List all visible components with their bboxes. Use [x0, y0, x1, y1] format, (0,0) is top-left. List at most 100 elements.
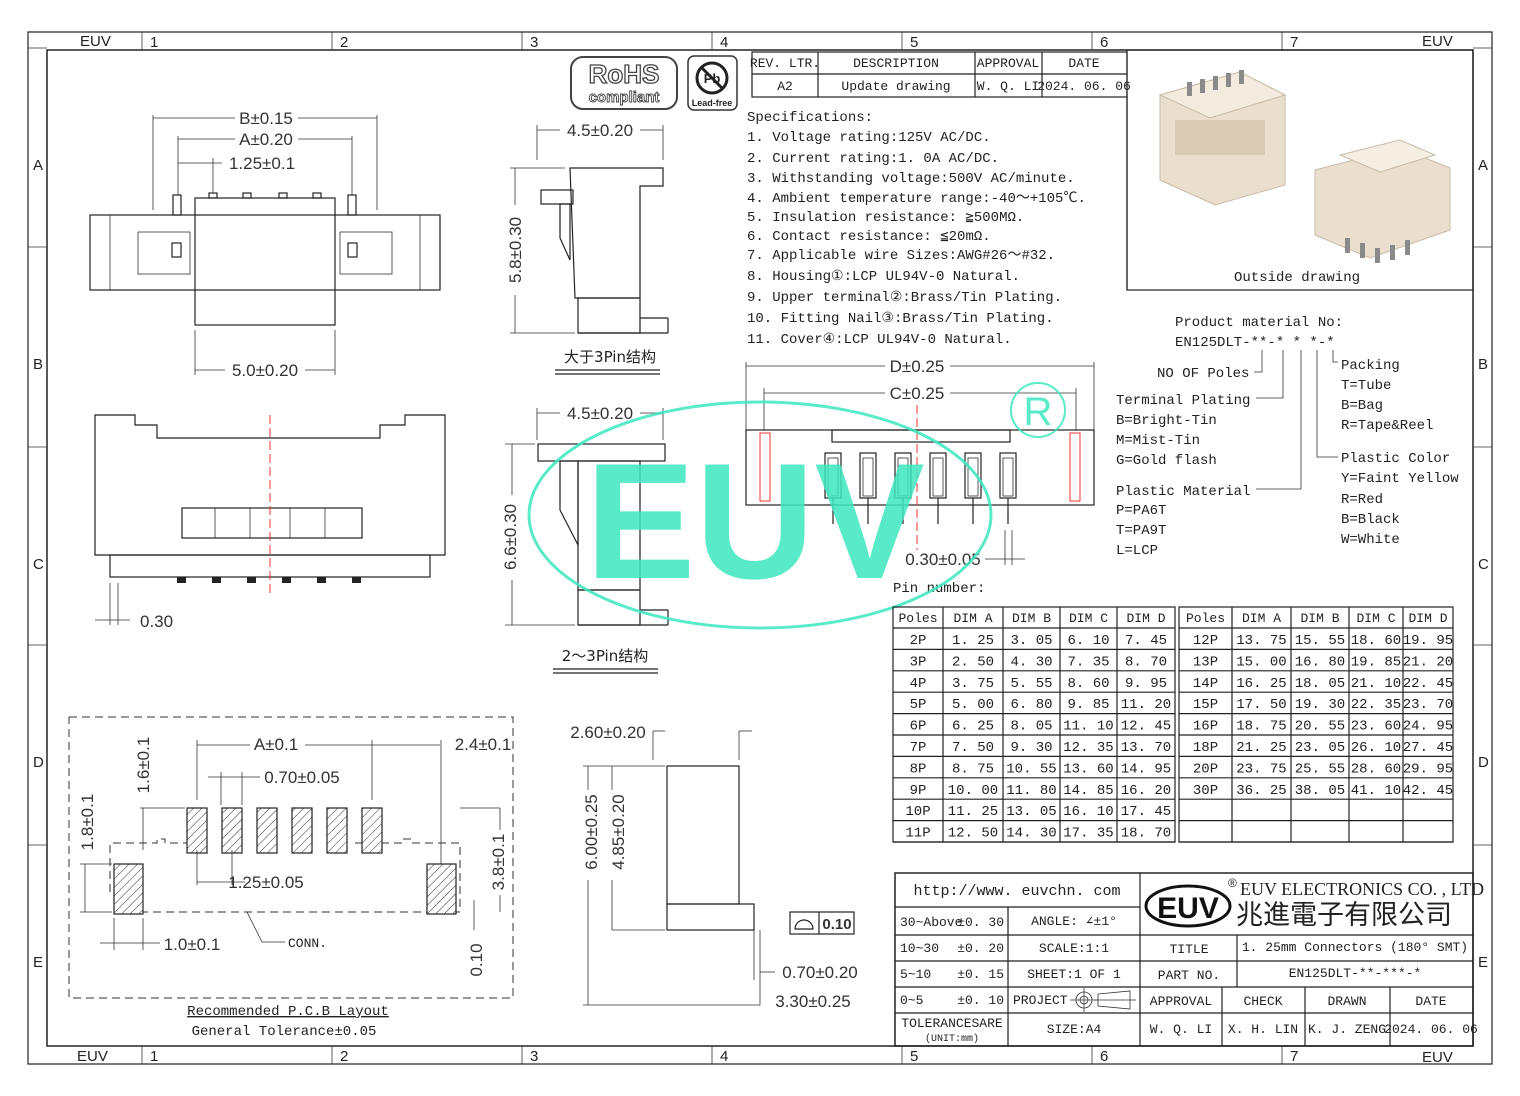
- part-no-label: PART NO.: [1158, 968, 1220, 983]
- packing-label: Packing: [1341, 358, 1400, 374]
- corner-label: EUV: [1422, 1049, 1453, 1066]
- table-cell: 8. 75: [952, 761, 994, 777]
- dim-profile-width: 2.60±0.20: [570, 723, 646, 742]
- table-poles-cell: 8P: [910, 761, 927, 777]
- table-cell: 20. 55: [1295, 719, 1345, 735]
- table-cell: 17. 35: [1063, 826, 1113, 842]
- flatness-value: 0.10: [822, 916, 851, 933]
- table-cell: 19. 95: [1403, 633, 1453, 649]
- terminal-plating-label: Terminal Plating: [1116, 393, 1250, 409]
- table-header: DIM B: [1012, 611, 1051, 626]
- spec-item: 4. Ambient temperature range:-40～+105℃.: [747, 191, 1086, 207]
- rev-approval: W. Q. LI: [977, 79, 1039, 94]
- option: R=Tape&Reel: [1341, 418, 1433, 434]
- table-header: Poles: [898, 611, 937, 626]
- tolerance-range: 5~10: [900, 967, 931, 982]
- table-cell: 17. 50: [1236, 697, 1286, 713]
- option: P=PA6T: [1116, 503, 1166, 519]
- table-cell: 21. 25: [1236, 740, 1286, 756]
- dim-b: B±0.15: [239, 109, 293, 128]
- table-cell: 15. 55: [1295, 633, 1345, 649]
- side-view-large: 4.5±0.20 5.8±0.30 大于3Pin结构: [506, 121, 669, 375]
- dim-pcb-010: 0.10: [467, 943, 486, 976]
- table-cell: 19. 30: [1295, 697, 1345, 713]
- table-header: DIM D: [1408, 611, 1447, 626]
- table-cell: 9. 85: [1067, 697, 1109, 713]
- date-header: DATE: [1415, 994, 1446, 1009]
- option: M=Mist-Tin: [1116, 433, 1200, 449]
- dim-pcb-38: 3.8±0.1: [489, 834, 508, 891]
- zone-row-label: B: [1478, 356, 1488, 373]
- size: SIZE:A4: [1047, 1022, 1102, 1037]
- table-header: DIM C: [1069, 611, 1108, 626]
- plastic-material-label: Plastic Material: [1116, 484, 1250, 500]
- table-cell: 16. 80: [1295, 654, 1345, 670]
- dim-depth: 4.5±0.20: [567, 404, 633, 423]
- table-poles-cell: 20P: [1193, 761, 1218, 777]
- dim-pcb-18: 1.8±0.1: [78, 794, 97, 851]
- table-cell: 18. 75: [1236, 719, 1286, 735]
- zone-column-label: 3: [530, 1048, 538, 1065]
- outside-drawing-label: Outside drawing: [1234, 270, 1360, 286]
- dim-pin-width: 0.30±0.05: [905, 550, 981, 569]
- revision-block: REV. LTR. DESCRIPTION APPROVAL DATE A2 U…: [750, 51, 1131, 290]
- connector-photo-2: [1314, 139, 1451, 263]
- table-cell: 24. 95: [1403, 719, 1453, 735]
- pin: [929, 452, 947, 499]
- rev-date: 2024. 06. 06: [1037, 79, 1131, 94]
- euv-watermark: EUV R: [527, 382, 1066, 630]
- scale: SCALE:1:1: [1039, 941, 1109, 956]
- table-cell: 7. 35: [1067, 654, 1109, 670]
- pcb-pad: [256, 807, 278, 854]
- rev-header: APPROVAL: [977, 56, 1039, 71]
- table-cell: 11. 80: [1006, 783, 1056, 799]
- table-cell: 17. 45: [1121, 804, 1171, 820]
- connector-photo-1: [1158, 70, 1287, 206]
- table-poles-cell: 12P: [1193, 633, 1218, 649]
- rohs-logo: RoHS compliant: [570, 56, 678, 110]
- option: W=White: [1341, 532, 1400, 548]
- table-cell: 13. 60: [1063, 761, 1113, 777]
- zone-column-label: 5: [910, 1048, 918, 1065]
- table-cell: 8. 60: [1067, 676, 1109, 692]
- pcb-pad: [186, 807, 208, 854]
- side-view-small: 4.5±0.20 6.6±0.30 2～3Pin结构: [501, 404, 669, 674]
- dim-pcb-16: 1.6±0.1: [134, 737, 153, 794]
- svg-text:R: R: [1024, 390, 1053, 434]
- tolerance-value: ±0. 10: [957, 993, 1004, 1008]
- table-cell: 23. 60: [1351, 719, 1401, 735]
- table-cell: 25. 55: [1295, 761, 1345, 777]
- table-poles-cell: 10P: [905, 804, 930, 820]
- option: R=Red: [1341, 492, 1383, 508]
- table-cell: 23. 75: [1236, 761, 1286, 777]
- spec-item: 1. Voltage rating:125V AC/DC.: [747, 130, 991, 146]
- table-header: DIM D: [1126, 611, 1165, 626]
- dim-profile-h1: 6.00±0.25: [582, 794, 601, 870]
- table-header: DIM A: [953, 611, 992, 626]
- dim-pcb-070: 0.70±0.05: [264, 768, 340, 787]
- table-cell: 29. 95: [1403, 761, 1453, 777]
- table-poles-cell: 14P: [1193, 676, 1218, 692]
- outside-drawing: Outside drawing: [1126, 49, 1474, 291]
- tolerance-value: ±0. 15: [957, 967, 1004, 982]
- table-cell: 22. 45: [1403, 676, 1453, 692]
- tolerance-range: 30~Above: [900, 915, 962, 930]
- table-cell: 16. 20: [1121, 783, 1171, 799]
- table-cell: 14. 30: [1006, 826, 1056, 842]
- table-cell: 13. 05: [1006, 804, 1056, 820]
- zone-column-label: 1: [150, 34, 158, 51]
- plastic-color-label: Plastic Color: [1341, 451, 1450, 467]
- no-of-poles-label: NO OF Poles: [1157, 366, 1249, 382]
- company-name-cn: 兆進電子有限公司: [1236, 900, 1452, 931]
- table-cell: 11. 10: [1063, 719, 1113, 735]
- table-cell: 2. 50: [952, 654, 994, 670]
- dim-pcb-10: 1.0±0.1: [164, 935, 221, 954]
- table-cell: 41. 10: [1351, 783, 1401, 799]
- drawn-header: DRAWN: [1327, 994, 1366, 1009]
- table-cell: 8. 05: [1010, 719, 1052, 735]
- corner-label: EUV: [1422, 33, 1453, 50]
- table-cell: 21. 20: [1403, 654, 1453, 670]
- zone-column-label: 7: [1290, 34, 1298, 51]
- dim-030: 0.30: [140, 612, 173, 631]
